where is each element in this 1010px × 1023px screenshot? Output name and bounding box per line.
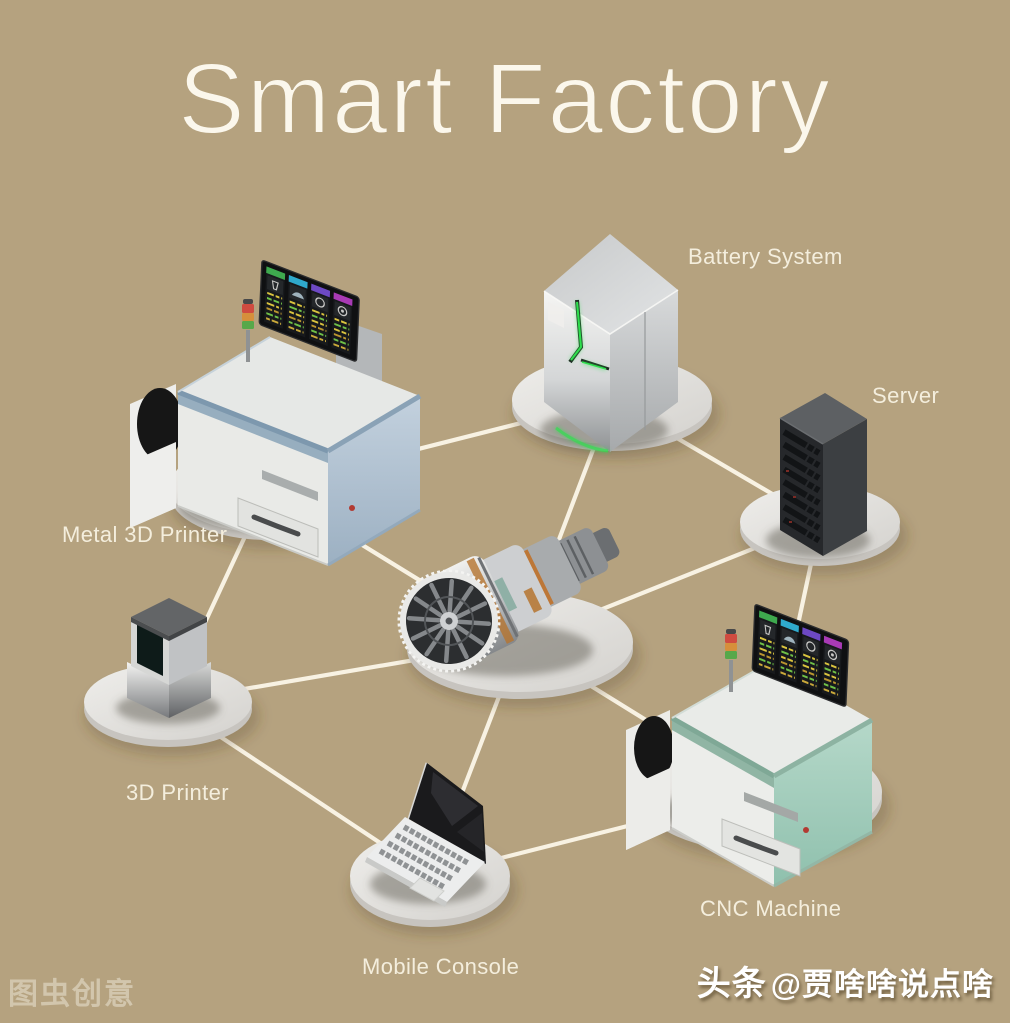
node-label-server: Server bbox=[872, 383, 940, 408]
machine-slot bbox=[262, 470, 318, 501]
laptop-illustration bbox=[365, 762, 486, 907]
laptop-trackpad bbox=[409, 877, 445, 902]
indicator-dot bbox=[803, 827, 809, 833]
laptop-keyboard bbox=[378, 824, 470, 890]
page-title: Smart Factory bbox=[177, 42, 832, 156]
node-label-metal-3d-printer: Metal 3D Printer bbox=[62, 522, 228, 547]
indicator-dot bbox=[349, 505, 355, 511]
server-node bbox=[740, 393, 908, 575]
battery-system-node bbox=[512, 234, 720, 460]
jet-engine-illustration bbox=[397, 527, 620, 673]
battery-cube bbox=[543, 234, 679, 453]
stack-light-icon bbox=[725, 629, 737, 692]
node-label-3d-printer: 3D Printer bbox=[126, 780, 230, 805]
node-label-battery-system: Battery System bbox=[688, 244, 843, 269]
metal-3d-printer-node bbox=[130, 258, 422, 567]
printer-3d-node bbox=[84, 598, 260, 756]
green-status-light bbox=[581, 361, 607, 370]
printer-3d-machine bbox=[127, 598, 211, 718]
green-status-light bbox=[570, 301, 583, 361]
toutiao-brand-text: 头条 bbox=[696, 965, 767, 1003]
node-label-mobile-console: Mobile Console bbox=[362, 954, 520, 979]
mobile-console-node bbox=[350, 762, 518, 936]
cnc-machine-node bbox=[626, 602, 890, 888]
cnc-machine-body bbox=[626, 629, 874, 888]
stack-light-icon bbox=[242, 299, 254, 362]
machine-slot bbox=[744, 792, 798, 822]
watermark-toutiao: 头条 @贾啥啥说点啥 bbox=[697, 956, 994, 1005]
metal-3d-printer-machine bbox=[130, 299, 422, 567]
green-status-light bbox=[555, 426, 609, 453]
jet-engine-hub-node bbox=[397, 527, 641, 708]
toutiao-handle-text: @贾啥啥说点啥 bbox=[770, 967, 994, 1002]
node-label-cnc-machine: CNC Machine bbox=[700, 896, 842, 921]
watermark-tuchong: 图虫创意 bbox=[8, 978, 136, 1011]
server-rack bbox=[779, 393, 867, 556]
